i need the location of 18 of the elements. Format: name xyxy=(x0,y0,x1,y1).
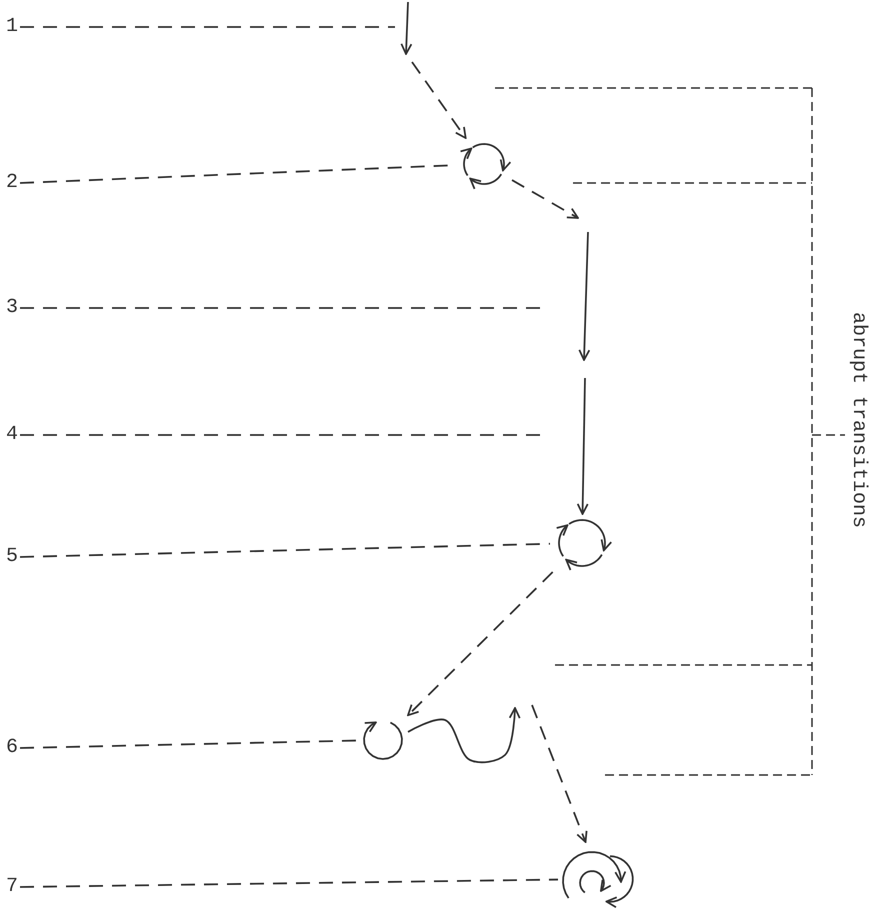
arrow xyxy=(407,571,554,716)
arrow xyxy=(512,179,579,219)
step-number: 7 xyxy=(4,875,20,899)
arrow xyxy=(411,61,467,139)
step-number: 6 xyxy=(4,736,20,760)
leader-line xyxy=(20,26,395,28)
leader-line xyxy=(20,878,558,888)
step-number: 3 xyxy=(4,296,20,320)
arrow xyxy=(408,707,521,764)
step-number: 5 xyxy=(4,545,20,569)
leader-line xyxy=(20,542,550,558)
leader-line xyxy=(20,740,358,749)
arrow xyxy=(531,704,588,843)
annotation: abrupt transitions xyxy=(846,310,870,530)
step-number: 1 xyxy=(4,15,20,39)
step-number: 4 xyxy=(4,423,20,447)
arrow xyxy=(576,378,589,515)
step-number: 2 xyxy=(4,171,20,195)
